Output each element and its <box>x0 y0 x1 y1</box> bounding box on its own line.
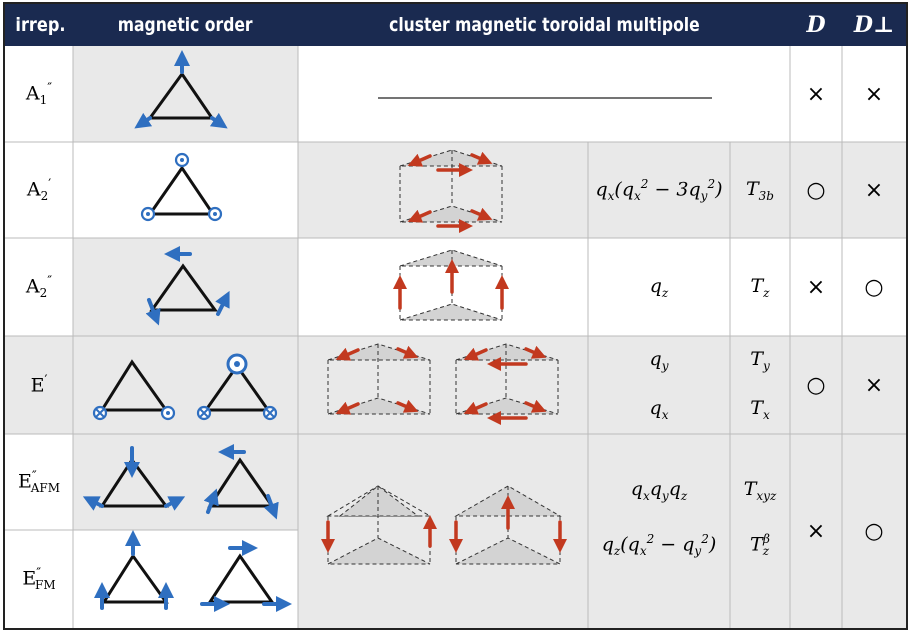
prism-Ep-left <box>327 343 431 415</box>
D-row3: × <box>806 274 826 300</box>
header-irrep: irrep. <box>5 4 75 46</box>
grid-lines <box>5 46 906 628</box>
T-Ep-y: Ty <box>750 348 770 373</box>
prism-Epp-right-arrows <box>449 495 567 553</box>
irrep-A2p: A2′ <box>26 176 52 204</box>
D-row4: ○ <box>806 372 826 398</box>
Dperp-row3: ○ <box>864 274 884 300</box>
Dperp-row1: × <box>864 81 884 107</box>
header-Dperp: D⊥ <box>842 4 906 46</box>
Dperp-row4: × <box>864 372 884 398</box>
irrep-A1pp: A1″ <box>25 80 53 108</box>
bg-row2 <box>298 142 906 238</box>
expr-Ep-x: qx <box>649 397 669 422</box>
irrep-Epp-AFM: E″AFM <box>17 468 60 496</box>
order-A1pp <box>134 50 228 129</box>
order-A2p <box>140 152 223 222</box>
order-Epp-FM <box>94 530 292 612</box>
Dperp-row2: × <box>864 177 884 203</box>
expr-Epp-AFM: qxqyqz <box>630 477 688 503</box>
T-A2pp: Tz <box>750 274 770 300</box>
prism-Ep-left-arrows <box>335 345 419 415</box>
T-Epp-FM: Tzβ <box>750 531 770 559</box>
T-Ep-x: Tx <box>750 397 770 422</box>
D-row2: ○ <box>806 177 826 203</box>
expr-Ep-y: qy <box>649 348 669 373</box>
header-multipole-label: cluster magnetic toroidal multipole <box>388 14 700 36</box>
Dperp-row5: ○ <box>864 518 884 544</box>
prism-Ep-right <box>455 343 559 415</box>
irrep-Epp-FM: E″FM <box>22 565 56 593</box>
T-A2p: T3b <box>745 177 774 203</box>
irrep-A2pp: A2″ <box>25 273 53 301</box>
header-irrep-label: irrep. <box>14 14 66 36</box>
expr-A2pp: qz <box>649 274 669 300</box>
irrep-Ep: E′ <box>30 373 48 397</box>
prism-Epp-left <box>326 485 432 565</box>
prism-Epp-left-arrows <box>321 515 437 553</box>
D-row1: × <box>806 81 826 107</box>
prism-A2p-arrows <box>407 151 493 233</box>
header-magnetic-order-label: magnetic order <box>118 14 253 36</box>
bg-row5-order <box>73 434 298 530</box>
header-D: D <box>790 4 842 46</box>
prism-A2pp <box>399 249 503 321</box>
header-multipole: cluster magnetic toroidal multipole <box>298 4 790 46</box>
expr-A2p: qx(qx2 − 3qy2) <box>595 176 723 204</box>
expr-Epp-FM: qz(qx2 − qy2) <box>601 531 717 559</box>
prism-Ep-right-arrows <box>463 345 547 425</box>
order-Ep <box>92 353 278 421</box>
order-Epp-AFM <box>82 444 279 520</box>
header-magnetic-order: magnetic order <box>73 4 298 46</box>
bg-row5-6 <box>298 434 906 628</box>
order-A2pp <box>145 246 230 326</box>
T-Epp-AFM: Txyz <box>743 477 777 503</box>
outer-border <box>3 2 908 630</box>
prism-A2pp-arrows <box>393 259 509 310</box>
D-row5: × <box>806 518 826 544</box>
